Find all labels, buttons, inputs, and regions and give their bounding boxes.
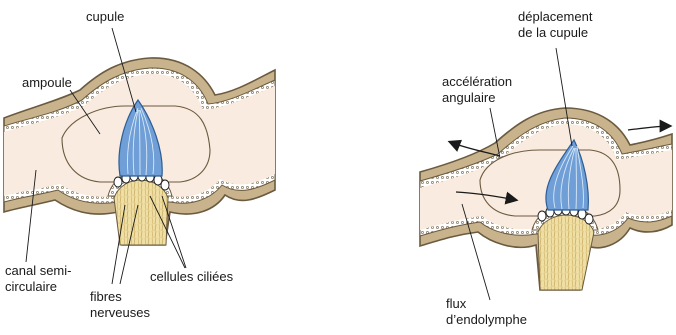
label-cupule: cupule: [86, 9, 124, 24]
label-acceleration-angulaire-line2: angulaire: [442, 90, 496, 105]
label-deplacement-cupule-line2: de la cupule: [518, 25, 588, 40]
label-deplacement-cupule-line1: déplacement: [518, 9, 592, 24]
label-acceleration-angulaire-line1: accélération: [442, 74, 512, 89]
label-fibres-nerveuses-line2: nerveuses: [90, 305, 150, 320]
label-canal-semi-circulaire-line1: canal semi-: [5, 263, 71, 278]
left-ampulla-drawing: [4, 28, 275, 284]
left-nerve: [114, 180, 168, 245]
label-flux-endolymphe-line1: flux: [446, 296, 466, 311]
label-cellules-ciliees: cellules ciliées: [150, 269, 233, 284]
label-canal-semi-circulaire-line2: circulaire: [5, 279, 57, 294]
right-nerve: [538, 215, 594, 290]
label-flux-endolymphe-line2: d’endolymphe: [446, 312, 527, 327]
label-fibres-nerveuses-line1: fibres: [90, 289, 122, 304]
label-ampoule: ampoule: [22, 75, 72, 90]
rotation-arrow: [628, 126, 670, 130]
